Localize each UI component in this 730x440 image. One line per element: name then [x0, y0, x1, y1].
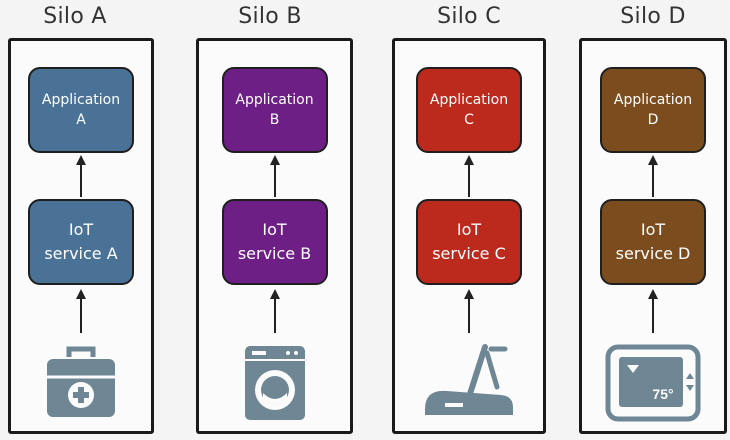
application-a-label: Application	[41, 92, 121, 108]
silo-c-title: Silo C	[437, 4, 501, 29]
elliptical-trainer-icon	[425, 344, 513, 415]
washing-machine-icon	[244, 346, 305, 420]
arrow-up-icon	[76, 155, 86, 197]
application-c-label: Application	[429, 92, 509, 108]
iot-service-a-box: IoT service A	[28, 199, 134, 285]
iot-service-c-box: IoT service C	[416, 199, 522, 285]
iot-service-c-label: IoT	[456, 220, 482, 239]
application-b-letter: B	[269, 112, 280, 128]
arrow-up-icon	[76, 289, 86, 333]
arrow-up-icon	[269, 155, 280, 197]
application-d-letter: D	[647, 112, 659, 128]
iot-service-c-name: service C	[432, 244, 506, 263]
arrow-up-icon	[269, 289, 280, 333]
silo-d-title: Silo D	[620, 4, 686, 29]
thermostat-icon: 75°	[605, 344, 701, 422]
iot-service-b-name: service B	[237, 244, 312, 263]
thermostat-reading: 75°	[652, 386, 673, 402]
application-d-label: Application	[613, 92, 693, 108]
iot-service-a-name: service A	[44, 244, 118, 263]
silo-a-title: Silo A	[43, 4, 107, 29]
arrow-up-icon	[464, 289, 474, 333]
arrow-up-icon	[648, 155, 658, 197]
iot-service-d-box: IoT service D	[600, 199, 706, 285]
iot-service-b-label: IoT	[262, 220, 287, 239]
iot-service-d-label: IoT	[640, 220, 666, 239]
application-c-letter: C	[464, 112, 474, 128]
iot-service-a-label: IoT	[68, 220, 94, 239]
application-a-letter: A	[76, 112, 86, 128]
iot-service-b-box: IoT service B	[221, 199, 328, 285]
iot-service-d-name: service D	[615, 244, 691, 263]
arrow-up-icon	[648, 289, 658, 333]
application-b-label: Application	[235, 92, 314, 108]
medical-kit-icon	[47, 346, 115, 417]
silo-b-title: Silo B	[238, 4, 302, 29]
arrow-up-icon	[464, 155, 474, 197]
